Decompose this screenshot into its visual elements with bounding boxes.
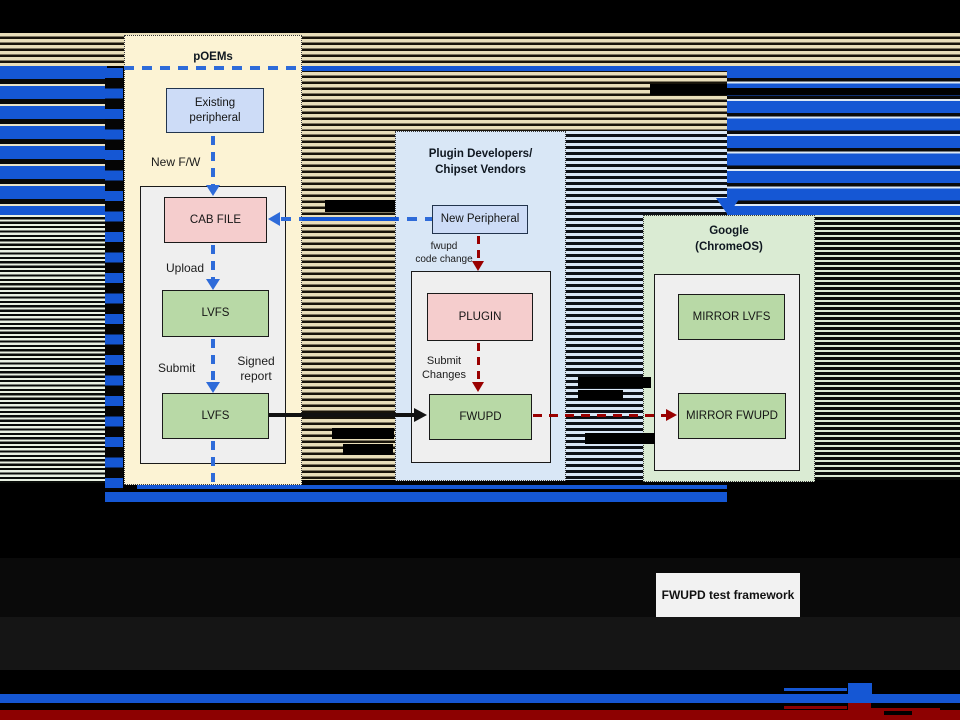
glitch-legend-red-ext	[871, 708, 940, 711]
arrow-fwupd-to-mirror-head	[666, 409, 677, 421]
glitch-blue-bar-thick	[105, 492, 727, 502]
bottom-dark-band-upper	[0, 558, 960, 617]
node-cab-file-label: CAB FILE	[189, 213, 242, 226]
glitch-legend-blue-dash	[784, 688, 847, 691]
node-test-framework-label: FWUPD test framework	[661, 588, 795, 602]
node-lvfs-upper: LVFS	[162, 290, 269, 337]
node-mirror-lvfs-label: MIRROR LVFS	[692, 310, 771, 323]
glitch-band-left-green	[0, 215, 107, 483]
glitch-band-right-green	[815, 215, 960, 480]
glitch-blue-bar-thin	[137, 485, 727, 489]
glitch-black-rect	[650, 84, 727, 95]
node-cab-file: CAB FILE	[164, 197, 267, 243]
edge-label-submit-changes: Submit Changes	[417, 355, 471, 383]
glitch-band-mid-tan	[302, 66, 727, 131]
arrow-fwupd-to-mirror-line	[533, 414, 666, 417]
lane-plugin-title-line2: Chipset Vendors	[435, 163, 526, 176]
glitch-band-mid-tan-col	[302, 131, 395, 480]
node-mirror-lvfs: MIRROR LVFS	[678, 294, 785, 340]
node-lvfs-lower: LVFS	[162, 393, 269, 439]
node-new-peripheral-label: New Peripheral	[440, 213, 520, 226]
glitch-band-left-blue	[0, 66, 107, 215]
node-existing-peripheral-label: Existing peripheral	[189, 96, 241, 124]
edge-label-fwupd-code-change-line1: fwupd	[430, 241, 458, 252]
node-plugin: PLUGIN	[427, 293, 533, 341]
glitch-black-stripe	[727, 88, 960, 95]
glitch-black-rect	[585, 433, 655, 444]
edge-label-new-fw: New F/W	[151, 155, 201, 169]
glitch-band-lightblue-a	[566, 131, 727, 215]
arrow-poems-exit-line	[211, 441, 215, 483]
node-lvfs-lower-label: LVFS	[201, 409, 230, 422]
node-existing-peripheral: Existing peripheral	[166, 88, 264, 133]
glitch-red-bottom-stripe	[0, 710, 960, 720]
glitch-blue-bottom-stripe	[0, 694, 960, 703]
node-fwupd-label: FWUPD	[459, 410, 502, 423]
arrow-upload-line	[211, 245, 215, 280]
bottom-dark-band-lower	[0, 617, 960, 670]
arrow-submit-changes-head	[472, 382, 484, 392]
lane-poems-title: pOEMs	[193, 51, 233, 63]
arrow-newfw-head	[206, 185, 220, 196]
arrow-newfw-line	[211, 136, 215, 186]
lane-google-title: Google (ChromeOS)	[643, 224, 815, 255]
edge-label-upload: Upload	[166, 261, 205, 275]
arrow-fwupd-code-change-head	[472, 261, 484, 271]
glitch-legend-red-dash	[784, 706, 847, 709]
edge-label-fwupd-code-change-line2: code change	[415, 253, 473, 265]
edge-label-fwupd-code-change: fwupd code change	[413, 241, 475, 266]
arrow-lvfs-to-fwupd-head	[414, 408, 427, 422]
glitch-solid-blue-segment	[302, 217, 398, 221]
glitch-black-rect	[578, 390, 623, 400]
glitch-blue-dash-column	[105, 68, 123, 490]
glitch-black-tick	[884, 711, 912, 715]
node-mirror-fwupd-label: MIRROR FWUPD	[686, 409, 778, 422]
arrow-fwupd-code-change-line	[477, 236, 480, 262]
lane-plugin-title-line1: Plugin Developers/	[428, 148, 533, 160]
glitch-black-rect	[325, 200, 395, 212]
arrow-lvfs-to-fwupd-line	[269, 413, 415, 417]
node-new-peripheral: New Peripheral	[432, 205, 528, 234]
lane-google-title-line2: (ChromeOS)	[695, 240, 763, 253]
edge-label-submit-changes-line1: Submit	[426, 355, 462, 367]
node-mirror-fwupd: MIRROR FWUPD	[678, 393, 786, 439]
arrow-submit-head	[206, 382, 220, 393]
node-plugin-label: PLUGIN	[458, 310, 502, 323]
glitch-black-rect	[578, 377, 651, 388]
edge-label-submit: Submit	[158, 361, 196, 375]
glitch-black-rect	[332, 428, 394, 439]
glitch-blue-arrowhead	[716, 198, 740, 215]
node-test-framework: FWUPD test framework	[656, 573, 800, 617]
arrow-submit-line	[211, 339, 215, 383]
node-fwupd: FWUPD	[429, 394, 532, 440]
lane-google-title-line1: Google	[709, 225, 749, 237]
arrow-upload-head	[206, 279, 220, 290]
poems-lane-divider-dashed	[124, 66, 302, 70]
edge-label-signed-report: Signed report	[237, 354, 275, 383]
glitch-blue-top-bar	[302, 66, 960, 71]
lane-plugin-title: Plugin Developers/ Chipset Vendors	[395, 147, 566, 178]
edge-label-submit-changes-line2: Changes	[421, 368, 467, 381]
glitch-legend-red-block	[848, 703, 871, 714]
arrow-submit-changes-line	[477, 343, 480, 383]
node-lvfs-upper-label: LVFS	[201, 307, 230, 320]
glitch-black-rect	[343, 444, 393, 455]
arrow-newperipheral-to-cabfile-head	[268, 212, 280, 226]
